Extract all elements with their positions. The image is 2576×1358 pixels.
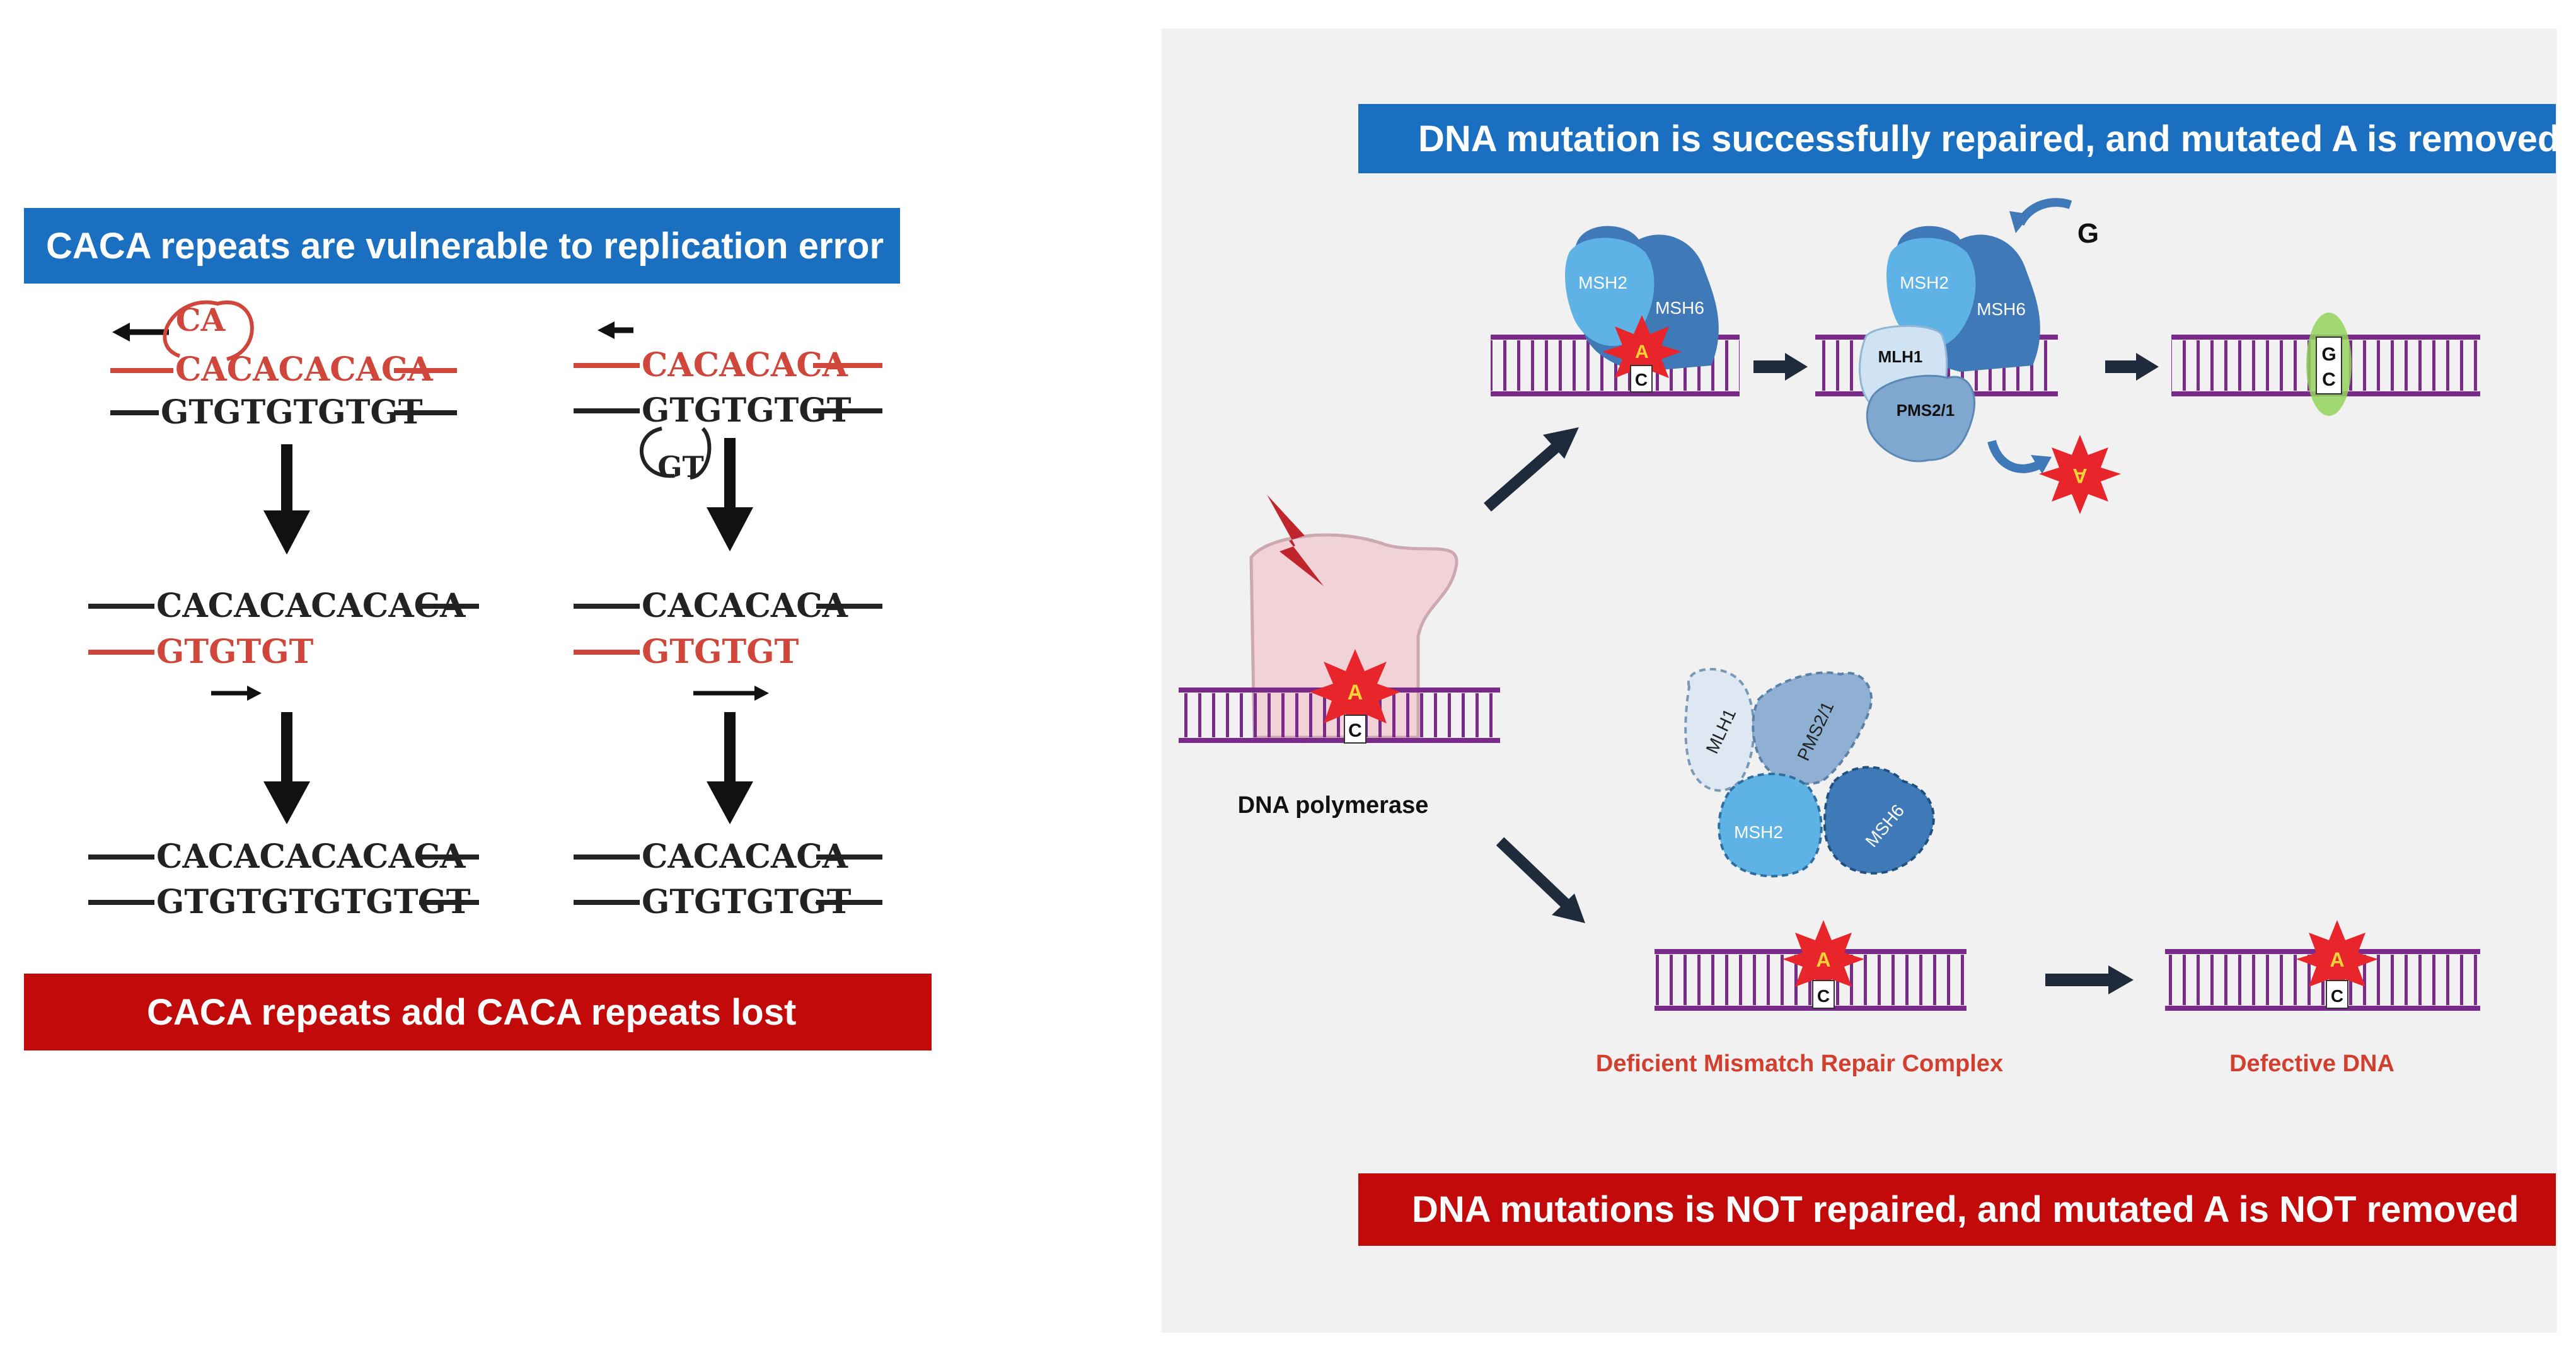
mutation-star-icon <box>2296 920 2378 999</box>
msh6-floating-icon <box>1823 766 1935 875</box>
add-column: CA CACACACACA GTGTGTGTGT CACACACACACA GT… <box>88 300 479 921</box>
repair-step-recognition: MSH2 MSH6 A C <box>1491 226 1740 396</box>
template-base-box <box>2326 980 2348 1009</box>
right-top-banner: DNA mutation is successfully repaired, a… <box>1358 104 2560 173</box>
excised-star-icon <box>2039 435 2121 514</box>
arrow-head-icon <box>754 686 769 701</box>
free-g-base: G <box>2077 218 2099 249</box>
correct-base: G <box>2321 344 2336 365</box>
left-bottom-banner-text: CACA repeats add CACA repeats lost <box>147 991 797 1033</box>
repaired-pair-box <box>2316 337 2342 394</box>
unrepaired-dna: A C Deficient Mismatch Repair Complex <box>1596 920 2003 1077</box>
left-top-banner-text: CACA repeats are vulnerable to replicati… <box>46 225 884 267</box>
arrow-head-icon <box>112 323 130 342</box>
loop-label-ca: CA <box>176 301 226 338</box>
right-top-banner-text: DNA mutation is successfully repaired, a… <box>1418 118 2560 159</box>
lost-column: CACACACA GTGTGTGT GT CACACACA GTGTGT <box>574 321 882 921</box>
template-base-box <box>1812 980 1835 1009</box>
mutant-base: A <box>1348 681 1363 705</box>
template-base-box <box>1630 365 1653 393</box>
arrow-head-icon <box>2009 211 2031 233</box>
msh2-protein-icon <box>1886 238 1976 346</box>
pms-floating-icon <box>1752 671 1873 785</box>
msh6-label: MSH6 <box>1977 299 2026 319</box>
arrow-head-icon <box>2031 455 2052 474</box>
right-bottom-banner: DNA mutations is NOT repaired, and mutat… <box>1358 1173 2556 1246</box>
template-base: C <box>1635 370 1648 389</box>
mutation-star-icon <box>1602 315 1682 389</box>
msh2-protein-icon <box>1565 238 1655 346</box>
gt-loop-icon <box>690 427 712 480</box>
template-base: C <box>1348 720 1362 741</box>
left-panel: CA CACACACACA GTGTGTGTGT CACACACACACA GT… <box>88 300 882 921</box>
mlh1-label: MLH1 <box>1878 347 1923 366</box>
mutation-star-icon <box>1782 920 1864 999</box>
msh6-label: MSH6 <box>1655 298 1704 318</box>
seq-row3-bottom: GTGTGTGTGTGT <box>156 883 471 921</box>
msh2-floating-icon <box>1718 773 1823 878</box>
arrow-head-icon <box>1552 894 1585 923</box>
mutant-base: A <box>2330 948 2344 971</box>
arrow-head-icon <box>2108 965 2134 994</box>
seq-row2-top: CACACACA <box>642 587 848 625</box>
arrow-head-icon <box>263 781 310 824</box>
gt-loop-icon <box>640 427 675 478</box>
seq-row3-top: CACACACACACA <box>156 837 466 876</box>
excised-base: A <box>2072 464 2087 487</box>
arrow-down-right <box>1496 837 1574 912</box>
msh2-label: MSH2 <box>1578 273 1627 292</box>
arrow-head-icon <box>707 507 753 551</box>
pms-protein-icon <box>1866 374 1976 463</box>
seq-row1-bottom: GTGTGTGTGT <box>161 393 423 432</box>
mutation-star-icon <box>1310 649 1401 736</box>
ca-loop-icon <box>163 300 254 361</box>
mutant-base: A <box>1816 948 1830 971</box>
template-base: C <box>2322 369 2336 390</box>
seq-row3-top: CACACACA <box>642 837 848 876</box>
polymerase-group: A C DNA polymerase <box>1179 495 1500 819</box>
arrow-head-icon <box>247 686 262 701</box>
dissociated-proteins: MLH1 PMS2/1 MSH2 MSH6 <box>1684 667 1935 878</box>
template-base: C <box>1817 986 1830 1006</box>
curved-arrow-icon <box>1987 439 2045 473</box>
pms-label: PMS2/1 <box>1897 401 1955 420</box>
arrow-head-icon <box>263 510 310 555</box>
lightning-icon <box>1267 495 1324 586</box>
defective-label: Defective DNA <box>2229 1050 2394 1077</box>
mutant-base: A <box>1635 342 1649 362</box>
seq-row2-top: CACACACACACA <box>156 587 466 625</box>
right-bottom-banner-text: DNA mutations is NOT repaired, and mutat… <box>1412 1189 2519 1230</box>
loop-label-gt: GT <box>657 450 704 484</box>
template-base-box <box>1344 715 1366 744</box>
polymerase-label: DNA polymerase <box>1238 792 1429 819</box>
arrow-head-icon <box>707 781 753 824</box>
repair-step-excision: MSH2 MSH6 MLH1 PMS2/1 G A <box>1815 198 2121 514</box>
arrow-head-icon <box>1543 427 1579 459</box>
arrow-head-icon <box>2136 353 2159 381</box>
arrow-up-right <box>1484 437 1567 512</box>
arrow-head-icon <box>1785 353 1808 381</box>
left-top-banner: CACA repeats are vulnerable to replicati… <box>24 208 900 284</box>
msh2-label: MSH2 <box>1734 822 1783 842</box>
arrow-head-icon <box>598 321 615 339</box>
left-bottom-banner: CACA repeats add CACA repeats lost <box>24 974 932 1050</box>
defective-dna: A C Defective DNA <box>2165 920 2480 1077</box>
msh2-label: MSH2 <box>1900 273 1949 292</box>
seq-row2-bottom: GTGTGT <box>642 633 799 671</box>
mlh1-floating-icon <box>1684 667 1755 792</box>
seq-row2-bottom: GTGTGT <box>156 633 314 671</box>
template-base: C <box>2331 986 2343 1006</box>
repair-step-repaired: G C <box>2171 313 2480 416</box>
seq-row1-top: CACACACACA <box>175 350 433 389</box>
deficient-label: Deficient Mismatch Repair Complex <box>1596 1050 2003 1077</box>
